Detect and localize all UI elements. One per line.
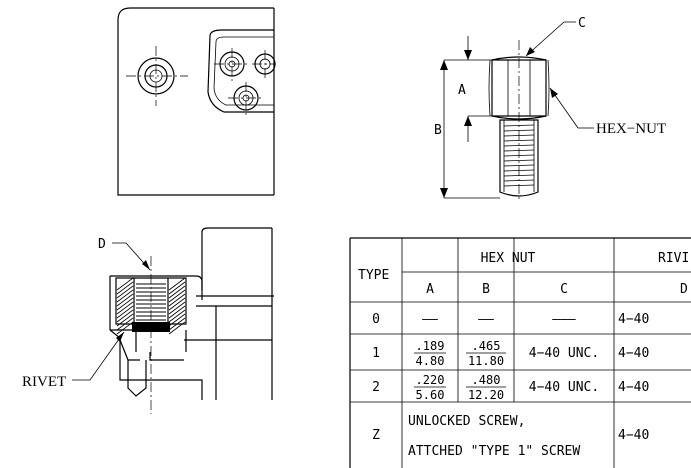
- label-hex-nut: HEX−NUT: [596, 121, 666, 137]
- row2-b-den: 12.20: [468, 388, 504, 402]
- rowz-c-line2: ATTCHED "TYPE 1" SCREW: [408, 444, 580, 459]
- rowz-type: Z: [372, 428, 380, 443]
- arrow-hexnut: [550, 88, 558, 98]
- label-d: D: [98, 237, 106, 252]
- arrow-d: [142, 260, 150, 270]
- row0-a: ——: [422, 312, 438, 327]
- row1-c: 4−40 UNC.: [529, 346, 599, 361]
- th-a: A: [426, 282, 434, 297]
- row2-type: 2: [372, 380, 380, 395]
- arrow-rivet: [116, 332, 124, 342]
- row1-type: 1: [372, 346, 380, 361]
- th-b: B: [482, 282, 490, 297]
- arrow-c: [526, 47, 535, 56]
- rowz-c-line1: UNLOCKED SCREW,: [408, 414, 525, 429]
- section-view: [72, 227, 274, 414]
- spec-table: [349, 237, 691, 468]
- row2-c: 4−40 UNC.: [529, 380, 599, 395]
- label-b: B: [434, 123, 442, 138]
- th-hex-nut: HEX NUT: [481, 251, 536, 266]
- th-type: TYPE: [358, 268, 389, 283]
- row0-type: 0: [372, 312, 380, 327]
- row2-a-den: 5.60: [416, 388, 445, 402]
- row2-d: 4−40: [618, 380, 649, 395]
- row1-b-den: 11.80: [468, 354, 504, 368]
- th-c: C: [560, 282, 568, 297]
- th-rivet: RIVI: [658, 251, 689, 266]
- row1-a-den: 4.80: [416, 354, 445, 368]
- arrow-b-top: [440, 60, 448, 70]
- plan-view: [117, 7, 276, 196]
- row1-d: 4−40: [618, 346, 649, 361]
- arrow-b-bottom: [440, 188, 448, 198]
- row2-a-num: .220: [416, 373, 445, 387]
- label-a: A: [458, 83, 466, 98]
- row0-b: ——: [478, 312, 494, 327]
- arrow-a-top: [464, 50, 472, 60]
- th-d: D: [680, 282, 688, 297]
- rivet-base: [132, 322, 170, 332]
- row2-b-num: .480: [472, 373, 501, 387]
- label-c: C: [578, 16, 586, 31]
- row1-a-num: .189: [416, 339, 445, 353]
- hex-nut-view: [440, 21, 594, 202]
- arrow-a-bottom: [464, 116, 472, 126]
- row1-b-num: .465: [472, 339, 501, 353]
- label-rivet: RIVET: [22, 374, 66, 390]
- rowz-d: 4−40: [618, 428, 649, 443]
- row0-d: 4−40: [618, 312, 649, 327]
- row0-c: ———: [552, 312, 576, 327]
